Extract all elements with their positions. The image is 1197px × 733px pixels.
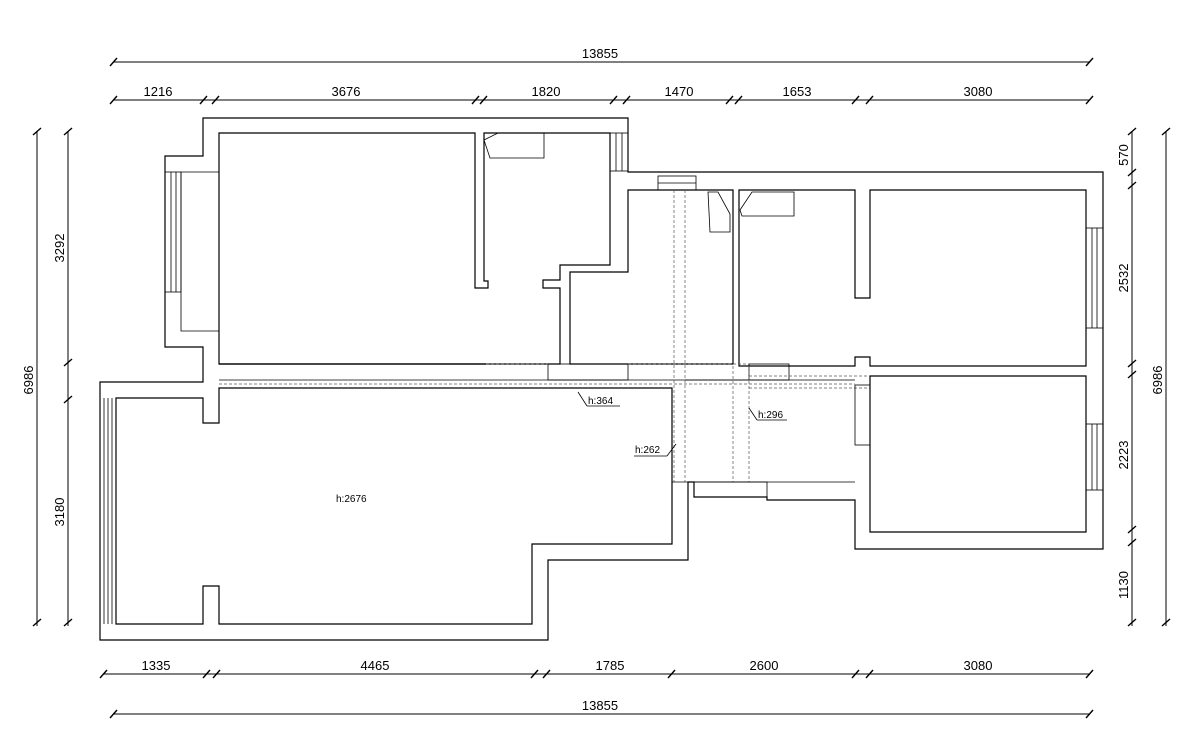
fixture-nw (483, 132, 545, 159)
column-stubs (693, 384, 871, 498)
bedroom-nw-wall (218, 132, 611, 365)
living-room-wall (115, 387, 673, 625)
dim-top-seg-1: 1216 (144, 84, 173, 99)
dim-top-seg-4: 1470 (665, 84, 694, 99)
north-small-window (609, 132, 629, 172)
dim-left-seg-1: 3292 (52, 234, 67, 263)
fixture-mid (707, 191, 731, 233)
bedroom-se-wall (869, 375, 1087, 533)
dim-bottom-total: 13855 (582, 698, 618, 713)
dim-bottom-seg-2: 4465 (361, 658, 390, 673)
duct-lines (672, 190, 855, 483)
dim-top-seg-3: 1820 (532, 84, 561, 99)
corridor-lines (219, 363, 870, 389)
right-dimension-lines (1127, 127, 1171, 627)
bathroom-wall (738, 189, 1087, 367)
dim-left-seg-2: 3180 (52, 498, 67, 527)
outer-wall (99, 117, 1104, 641)
annotation-h364: h:364 (577, 391, 620, 407)
dim-bottom-seg-1: 1335 (142, 658, 171, 673)
living-west-window (103, 398, 113, 624)
kitchen-wall (569, 189, 734, 365)
west-window-upper (164, 171, 220, 332)
dim-bottom-seg-3: 1785 (596, 658, 625, 673)
annotation-h296-text: h:296 (758, 410, 783, 421)
dim-right-seg-2: 2532 (1116, 264, 1131, 293)
annotation-h364-text: h:364 (588, 396, 613, 407)
vent-block (657, 175, 697, 191)
annotation-h262: h:262 (634, 443, 677, 457)
dim-bottom-seg-5: 3080 (964, 658, 993, 673)
annotation-h296: h:296 (748, 407, 787, 421)
dim-right-seg-3: 2223 (1116, 441, 1131, 470)
dim-top-seg-6: 3080 (964, 84, 993, 99)
annotation-h262-text: h:262 (635, 445, 660, 456)
dim-top-seg-5: 1653 (783, 84, 812, 99)
dim-bottom-seg-4: 2600 (750, 658, 779, 673)
fixture-ne (739, 191, 795, 217)
dim-right-total: 6986 (1150, 366, 1165, 395)
left-dimension-lines (32, 127, 73, 627)
dim-right-seg-4: 1130 (1116, 571, 1131, 599)
top-dimension-lines (109, 57, 1094, 105)
dim-top-total: 13855 (582, 46, 618, 61)
east-window-upper (1085, 227, 1104, 329)
dim-right-seg-1: 570 (1116, 144, 1131, 166)
bottom-dimension-lines (99, 669, 1094, 719)
annotation-h2676-text: h:2676 (336, 494, 367, 505)
dim-top-seg-2: 3676 (332, 84, 361, 99)
dim-left-total: 6986 (21, 366, 36, 395)
east-window-lower (1085, 423, 1104, 491)
